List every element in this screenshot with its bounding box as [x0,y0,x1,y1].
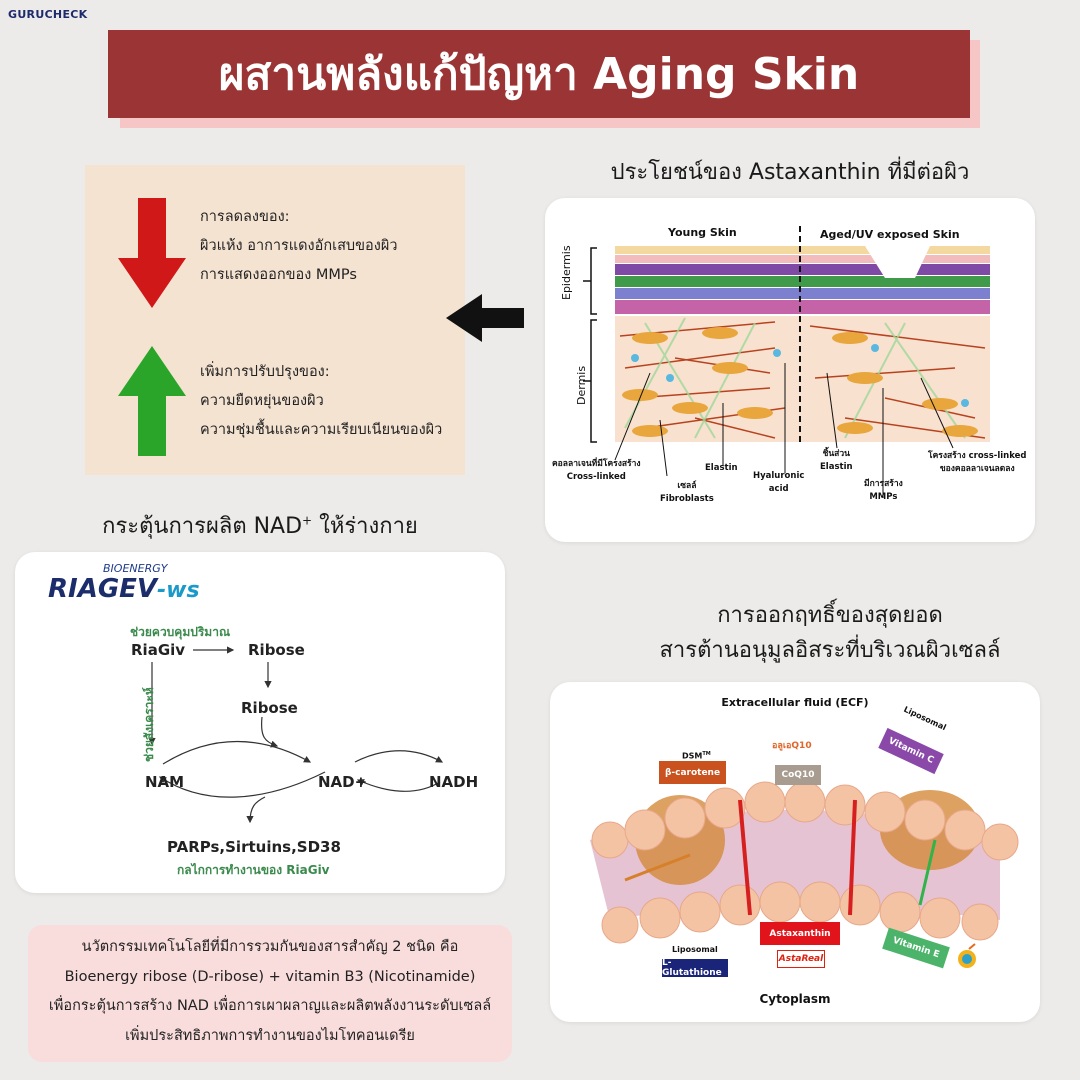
decrease-item: ผิวแห้ง อาการแดงอักเสบของผิว [200,238,398,254]
mmp-text-2: MMPs [869,492,898,502]
nad-card [15,552,505,893]
ribose-node-2: Ribose [241,699,298,717]
logo-bioenergy: BIOENERGY [103,562,168,575]
collagen-text: คอลลาเจนที่มีโครงสร้าง [552,459,641,469]
mmp-label: มีการสร้าง MMPs [864,478,903,504]
parps-node: PARPs,Sirtuins,SD38 [167,838,341,856]
innovation-box: นวัตกรรมเทคโนโลยีที่มีการรวมกันของสารสำค… [28,925,512,1062]
dsm-text: DSM [682,751,703,761]
nadh-node: NADH [429,773,479,791]
hyaluronic-text: Hyaluronic [753,471,805,481]
coq10-tag: CoQ10 [775,765,821,785]
tm-text: TM [702,751,711,757]
innovation-line: เพื่อกระตุ้นการสร้าง NAD เพื่อการเผาผลาญ… [48,998,492,1014]
innovation-line: Bioenergy ribose (D-ribose) + vitamin B3… [64,968,476,985]
vitamin-e-brand-logo [958,943,976,968]
nad-node: NAD+ [318,773,368,791]
glutathione-tag: L-Glutathione [662,958,728,978]
epidermis-label: Epidermis [560,245,573,300]
decrease-list: การลดลงของ: ผิวแห้ง อาการแดงอักเสบของผิว… [200,203,397,290]
fibroblast-text: Fibroblasts [660,494,714,504]
astaxanthin-tag: Astaxanthin [760,922,840,945]
fragment-text: ชิ้นส่วน [822,449,850,459]
ecf-label: Extracellular fluid (ECF) [721,696,869,709]
increase-item: ความยืดหยุ่นของผิว [200,393,324,409]
cell-membrane-illustration [590,781,1019,944]
page-title: ผสานพลังแก้ปัญหา Aging Skin [108,30,970,118]
synthesis-label: ช่วยสังเคราะห์ [142,687,156,762]
coq10-brand: อลูเอQ10 [772,741,812,751]
cytoplasm-label: Cytoplasm [759,992,831,1006]
young-skin-label: Young Skin [668,226,737,239]
ribose-node-1: Ribose [248,641,305,659]
fragment-text-2: Elastin [820,462,853,472]
innovation-line: เพิ่มประสิทธิภาพการทำงานของไมโทคอนเดรีย [125,1027,415,1044]
cell-text: เซลล์ [677,481,697,491]
increase-list: เพิ่มการปรับปรุงของ: ความยืดหยุ่นของผิว … [200,358,442,445]
down-arrow-icon [118,198,186,308]
astareal-logo: AstaReal [777,950,825,968]
nad-heading-text: กระตุ้นการผลิต NAD [102,514,303,539]
dsm-label: DSMTM [682,748,711,763]
decrease-item: การแสดงออกของ MMPs [200,267,357,283]
nad-heading-tail: ให้ร่างกาย [312,514,418,539]
crosslink-text-2: ของคอลลาเจนลดลง [939,464,1015,474]
nam-node: NAM [145,773,185,791]
hyaluronic-label: Hyaluronic acid [753,470,804,496]
left-arrow-icon [446,294,524,342]
skin-heading: ประโยชน์ของ Astaxanthin ที่มีต่อผิว [610,160,970,185]
up-arrow-icon [118,346,186,456]
elastin-fragment-label: ชิ้นส่วน Elastin [820,448,853,474]
crosslink-text: โครงสร้าง cross-linked [928,451,1027,461]
nad-pathway-arrows [148,646,444,824]
riagiv-node: RiaGiv [131,641,186,659]
logo-suffix: -ws [157,578,200,603]
aged-skin-label: Aged/UV exposed Skin [820,228,960,241]
dermis-label: Dermis [575,365,588,405]
elastin-label: Elastin [705,463,738,473]
collagen-text-2: Cross-linked [566,472,626,482]
beta-carotene-tag: β-carotene [659,761,726,784]
decrease-heading: การลดลงของ: [200,209,290,225]
increase-heading: เพิ่มการปรับปรุงของ: [200,364,330,380]
skin-layers-diagram [583,226,990,498]
innovation-line: นวัตกรรมเทคโนโลยีที่มีการรวมกันของสารสำค… [81,939,459,955]
membrane-heading-1: การออกฤทธิ์ของสุดยอด [717,603,943,628]
control-label: ช่วยควบคุมปริมาณ [130,625,231,639]
mmp-text: มีการสร้าง [864,479,903,489]
liposomal-g-label: Liposomal [672,945,718,954]
membrane-heading-2: สารต้านอนุมูลอิสระที่บริเวณผิวเซลล์ [659,638,1001,663]
logo-main: RIAGEV [48,574,158,604]
mechanism-caption: กลไกการทำงานของ RiaGiv [177,863,330,877]
crosslink-label: โครงสร้าง cross-linked ของคอลลาเจนลดลง [928,450,1026,476]
acid-text: acid [768,484,789,494]
gurucheck-logo: GURUCHECK [8,8,88,21]
nad-heading: กระตุ้นการผลิต NAD+ ให้ร่างกาย [15,508,505,543]
nad-heading-sup: + [302,513,313,528]
fibroblast-label: เซลล์ Fibroblasts [660,480,714,506]
increase-item: ความชุ่มชื้นและความเรียบเนียนของผิว [200,422,443,438]
collagen-label: คอลลาเจนที่มีโครงสร้าง Cross-linked [552,458,641,484]
riagev-logo: BIOENERGY RIAGEV-ws [48,562,200,605]
